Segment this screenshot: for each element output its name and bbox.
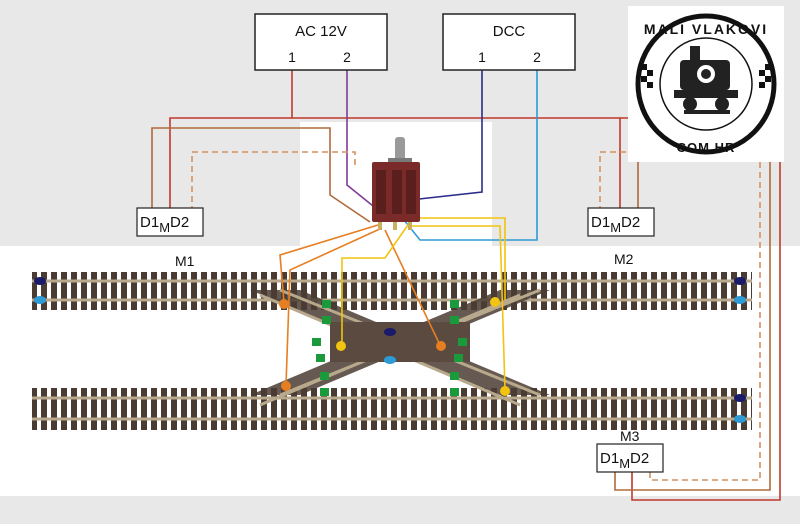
dcc-title: DCC bbox=[493, 23, 526, 40]
wire-yellow-2 bbox=[341, 221, 411, 345]
frog-dot-dark bbox=[384, 328, 396, 336]
end-dot-right-lower-dark bbox=[734, 394, 746, 402]
ac-power-box: AC 12V 1 2 bbox=[254, 13, 388, 71]
end-dot-right-upper-blue bbox=[734, 296, 746, 304]
feeder-points bbox=[279, 297, 510, 396]
svg-text:D1MD2: D1MD2 bbox=[600, 450, 649, 471]
end-dot-right-lower-blue bbox=[734, 415, 746, 423]
wire-dcc-1 bbox=[409, 70, 483, 201]
crossing-frog bbox=[330, 322, 470, 362]
end-dot-left-upper-blue bbox=[34, 296, 46, 304]
track-upper-straight bbox=[32, 272, 752, 310]
toggle-switch bbox=[372, 137, 420, 230]
wire-orange-2 bbox=[285, 227, 383, 386]
connector-m1: D1MD2 bbox=[136, 207, 204, 237]
connector-m3: D1MD2 bbox=[596, 443, 664, 473]
logo-top-text: MALI VLAKOVI bbox=[644, 21, 768, 37]
wire-orange-1 bbox=[279, 224, 379, 304]
wire-ac-1 bbox=[169, 70, 293, 212]
dcc-power-box: DCC 1 2 bbox=[442, 13, 576, 71]
track-end-dots bbox=[34, 277, 746, 423]
end-dot-left-upper-dark bbox=[34, 277, 46, 285]
wire-orange-3 bbox=[384, 229, 441, 346]
ac-pin-2: 2 bbox=[343, 49, 351, 65]
motor-label-m1: M1 bbox=[175, 253, 195, 269]
wire-motor-brown bbox=[151, 127, 371, 223]
motor-label-m3: M3 bbox=[620, 428, 640, 444]
wire-dashed-right bbox=[599, 151, 761, 481]
end-dot-right-upper-dark bbox=[734, 277, 746, 285]
logo-checker-marks bbox=[641, 64, 771, 88]
locomotive-icon bbox=[674, 46, 738, 114]
rail-insulators bbox=[312, 300, 467, 396]
frog-dot-blue bbox=[384, 356, 396, 364]
motor-label-m2: M2 bbox=[614, 251, 634, 267]
ac-title: AC 12V bbox=[295, 23, 347, 40]
wire-yellow-3 bbox=[412, 225, 506, 391]
wire-yellow-1 bbox=[408, 217, 506, 300]
ac-pin-1: 1 bbox=[288, 49, 296, 65]
track-lower-straight bbox=[32, 388, 752, 430]
wire-dashed-left bbox=[191, 151, 356, 212]
logo-bottom-text: COM.HR bbox=[677, 140, 736, 155]
wire-ac-2 bbox=[346, 70, 379, 211]
dcc-pin-1: 1 bbox=[478, 49, 486, 65]
dcc-pin-2: 2 bbox=[533, 49, 541, 65]
svg-text:D1MD2: D1MD2 bbox=[140, 214, 189, 235]
connector-m2: D1MD2 bbox=[587, 207, 655, 237]
svg-text:D1MD2: D1MD2 bbox=[591, 214, 640, 235]
logo: MALI VLAKOVI COM.HR bbox=[628, 6, 784, 162]
